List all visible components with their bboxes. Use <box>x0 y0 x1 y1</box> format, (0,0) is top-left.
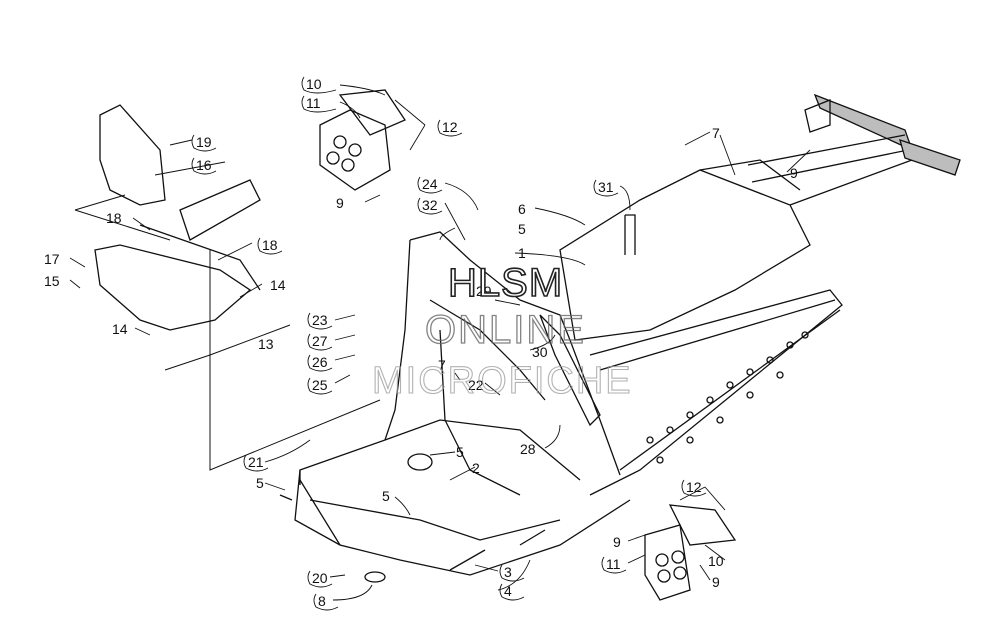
callout-label: 28 <box>520 441 536 457</box>
callout-label: 5 <box>518 221 526 237</box>
callout-label: 9 <box>790 165 798 181</box>
callout-label: 19 <box>196 134 212 150</box>
watermark-line-2: ONLINE <box>425 308 586 352</box>
leader-lines <box>69 84 811 601</box>
watermark: HLSM ONLINE MICROFICHE <box>371 260 633 402</box>
callout-label: 10 <box>708 553 724 569</box>
callout-label: 2 <box>472 460 480 476</box>
upper-shield-group <box>319 89 406 191</box>
callout-label: 32 <box>422 197 438 213</box>
callout-label: 24 <box>422 176 438 192</box>
callout-label: 9 <box>336 195 344 211</box>
callout-label: 23 <box>312 312 328 328</box>
callout-label: 3 <box>504 564 512 580</box>
callout-label: 7 <box>712 125 720 141</box>
callout-label: 14 <box>270 277 286 293</box>
callout-label: 11 <box>606 556 621 572</box>
callout-label: 5 <box>456 444 464 460</box>
callout-label: 26 <box>312 354 328 370</box>
callout-label: 1 <box>518 245 526 261</box>
callout-label: 9 <box>613 534 621 550</box>
left-bracket-group <box>74 104 381 471</box>
watermark-line-3: MICROFICHE <box>372 360 633 402</box>
callout-label: 7 <box>438 357 446 373</box>
watermark-line-1: HLSM <box>448 261 563 305</box>
callout-label: 10 <box>306 76 322 92</box>
callout-label: 4 <box>504 583 512 599</box>
callout-label: 9 <box>712 574 720 590</box>
callout-label: 15 <box>44 273 60 289</box>
callout-label: 29 <box>476 283 492 299</box>
callout-label: 20 <box>312 570 328 586</box>
callout-label: 5 <box>382 488 390 504</box>
callout-label: 31 <box>598 179 614 195</box>
callout-labels: 10 11 12 9 19 16 18 17 15 14 13 18 14 24… <box>44 76 798 609</box>
callout-label: 17 <box>44 251 60 267</box>
callout-bubbles <box>191 76 707 611</box>
callout-label: 14 <box>112 321 128 337</box>
callout-label: 18 <box>262 237 278 253</box>
callout-label: 21 <box>248 454 264 470</box>
chassis-frame <box>279 93 961 583</box>
callout-label: 11 <box>306 95 321 111</box>
callout-label: 8 <box>318 593 326 609</box>
callout-label: 22 <box>468 377 484 393</box>
callout-label: 27 <box>312 333 328 349</box>
callout-label: 13 <box>258 336 274 352</box>
callout-label: 16 <box>196 157 212 173</box>
callout-label: 5 <box>256 475 264 491</box>
lower-shield-group <box>644 504 737 601</box>
callout-label: 12 <box>442 119 458 135</box>
callout-label: 25 <box>312 377 328 393</box>
callout-label: 18 <box>106 210 122 226</box>
callout-label: 6 <box>518 201 526 217</box>
callout-label: 12 <box>686 479 702 495</box>
callout-label: 30 <box>532 344 548 360</box>
